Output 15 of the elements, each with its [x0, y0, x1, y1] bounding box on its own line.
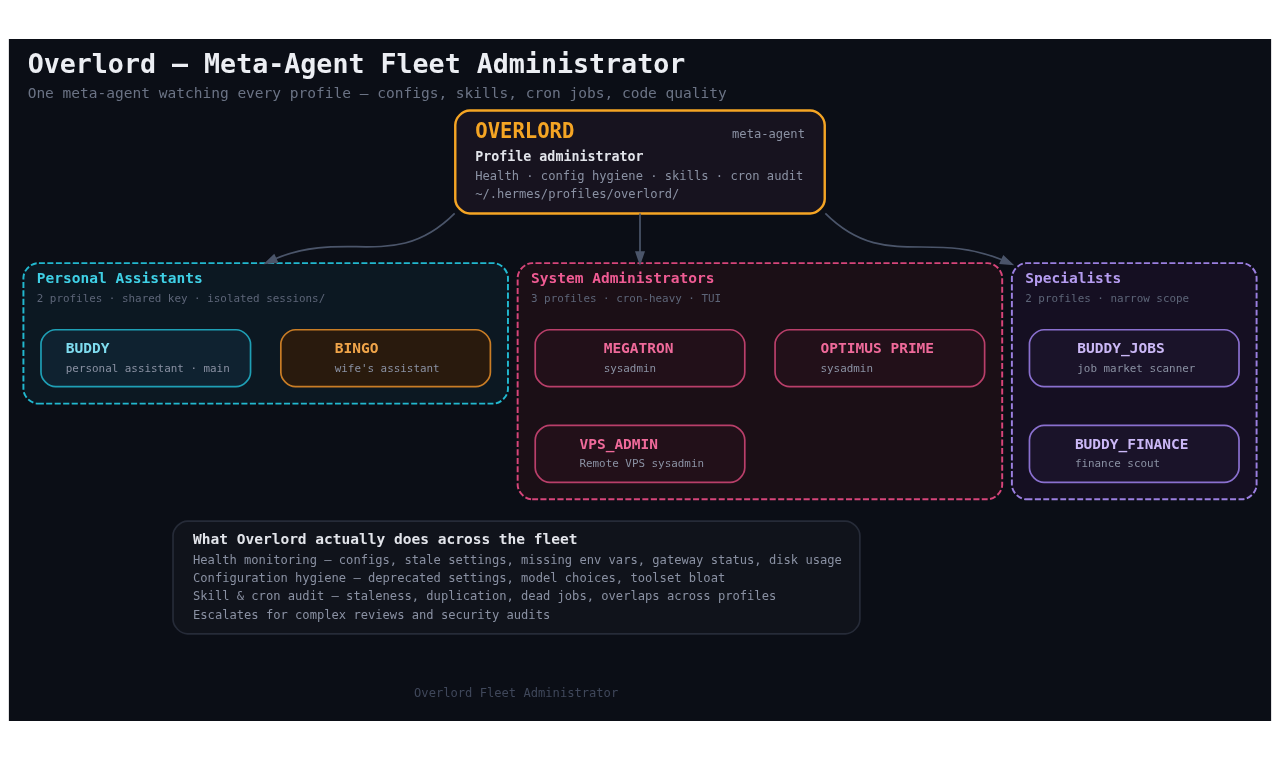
node-box: BUDDY_FINANCE finance scout — [1028, 424, 1240, 484]
label: Overlord Fleet Administrator — [414, 686, 619, 701]
node-box: BINGO wife's assistant — [279, 328, 492, 388]
arrow — [263, 212, 456, 265]
node-box: OPTIMUS PRIME sysadmin — [774, 328, 986, 388]
node-box: BUDDY_JOBS job market scanner — [1028, 328, 1240, 388]
node-box: BUDDY personal assistant · main — [40, 328, 252, 388]
arrow — [824, 212, 1015, 266]
node-box: What Overlord actually does across the fleet Health monitoring — configs, stale settings, missing env vars, gateway status, disk usage Configuration hygiene — deprecated settings, model choices, toolset bloat Skill & cron audit — staleness, duplication, dead jobs, overlaps across profiles Escalates for complex reviews and security audits — [172, 520, 861, 635]
caption: One meta-agent watching every profile — configs, skills, cron jobs, code quality — [27, 85, 727, 102]
node-box: VPS_ADMIN Remote VPS sysadmin — [534, 424, 746, 484]
node-box: MEGATRON sysadmin — [534, 328, 746, 388]
node-box: OVERLORD meta-agent Profile administrator Health · config hygiene · skills · cron audit ~/.hermes/profiles/overlord/ — [454, 109, 826, 215]
arrow — [635, 212, 645, 266]
diagram-title: Overlord — Meta-Agent Fleet Administrator — [27, 48, 686, 80]
